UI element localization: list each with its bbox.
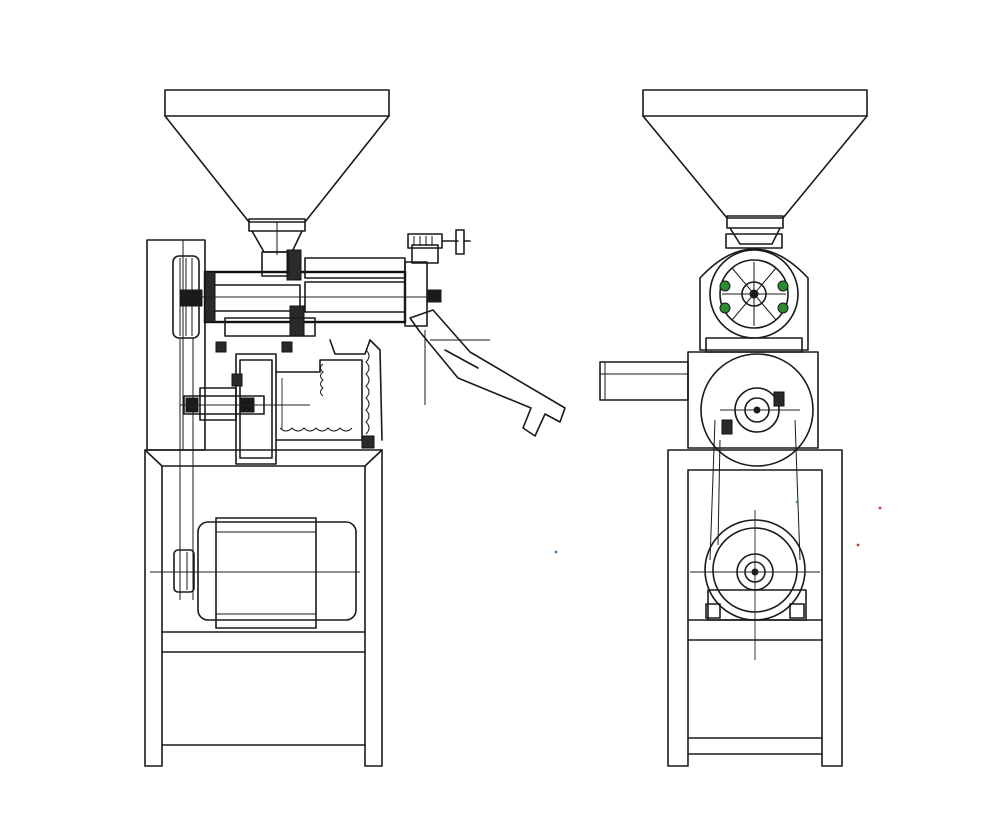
- side-adjuster-handwheel: [407, 229, 471, 255]
- side-rear-column: [146, 239, 206, 451]
- front-outlet-pipe: [599, 361, 689, 401]
- side-motor-pulley: [173, 549, 195, 593]
- front-rotor-bolt: [719, 280, 731, 292]
- side-discharge-chute: [409, 309, 566, 437]
- side-screw-housing: [195, 244, 442, 337]
- stray-mark: [554, 550, 558, 554]
- front-fan-housing: [687, 351, 819, 467]
- front-drive-belt: [709, 419, 801, 561]
- front-motor: [690, 510, 820, 660]
- side-frame: [144, 449, 383, 767]
- side-hopper: [164, 89, 390, 255]
- side-view: [144, 89, 566, 767]
- side-middle-pulley: [180, 378, 310, 430]
- front-hopper: [642, 89, 868, 245]
- front-view: [599, 89, 868, 767]
- side-motor: [150, 517, 360, 629]
- front-milling-chamber: [699, 233, 809, 353]
- side-upper-pulley: [172, 255, 203, 339]
